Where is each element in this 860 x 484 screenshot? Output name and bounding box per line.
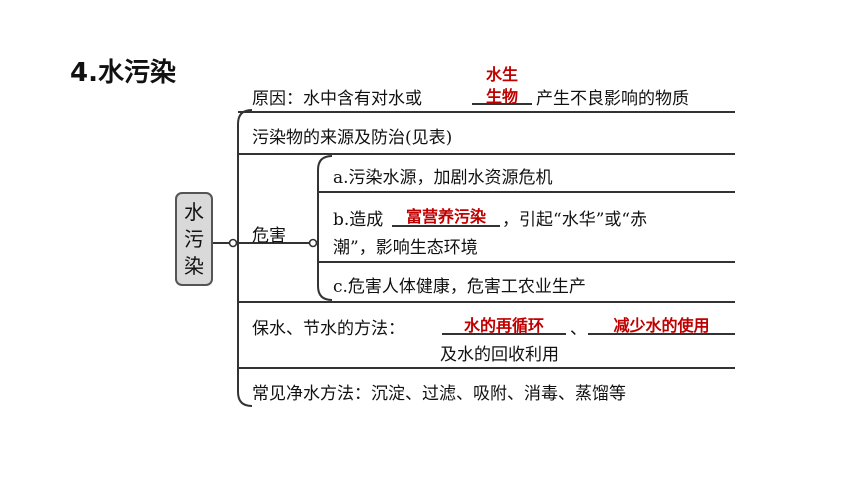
save-line2: 及水的回收利用 [440, 345, 559, 365]
purify-text: 常见净水方法：沉淀、过滤、吸附、消毒、蒸馏等 [252, 384, 626, 404]
sources-text: 污染物的来源及防治(见表) [252, 128, 453, 148]
root-char-3: 染 [184, 253, 204, 278]
root-char-1: 水 [184, 199, 204, 224]
harm-label: 危害 [252, 226, 286, 246]
harm-a: a.污染水源，加剧水资源危机 [333, 168, 553, 188]
save-prefix: 保水、节水的方法： [252, 319, 405, 339]
cause-answer-line1: 水生 [485, 65, 518, 84]
root-node: 水 污 染 [175, 192, 213, 286]
page-title: 4.水污染 [70, 58, 176, 88]
cause-answer-line2: 生物 [485, 87, 518, 106]
cause-prefix: 原因：水中含有对水或 [252, 89, 422, 109]
harm-b-line2: 潮”，影响生态环境 [333, 238, 478, 258]
harm-b-answer: 富营养污染 [405, 207, 486, 226]
harm-b-prefix: b.造成 [333, 210, 384, 230]
save-separator: 、 [570, 319, 587, 339]
root-char-2: 污 [184, 226, 204, 251]
harm-c: c.危害人体健康，危害工农业生产 [333, 277, 586, 297]
save-answer-2: 减少水的使用 [613, 316, 710, 335]
cause-suffix: 产生不良影响的物质 [536, 89, 689, 109]
harm-b-suffix: ，引起“水华”或“赤 [502, 210, 648, 230]
save-answer-1: 水的再循环 [463, 316, 544, 335]
